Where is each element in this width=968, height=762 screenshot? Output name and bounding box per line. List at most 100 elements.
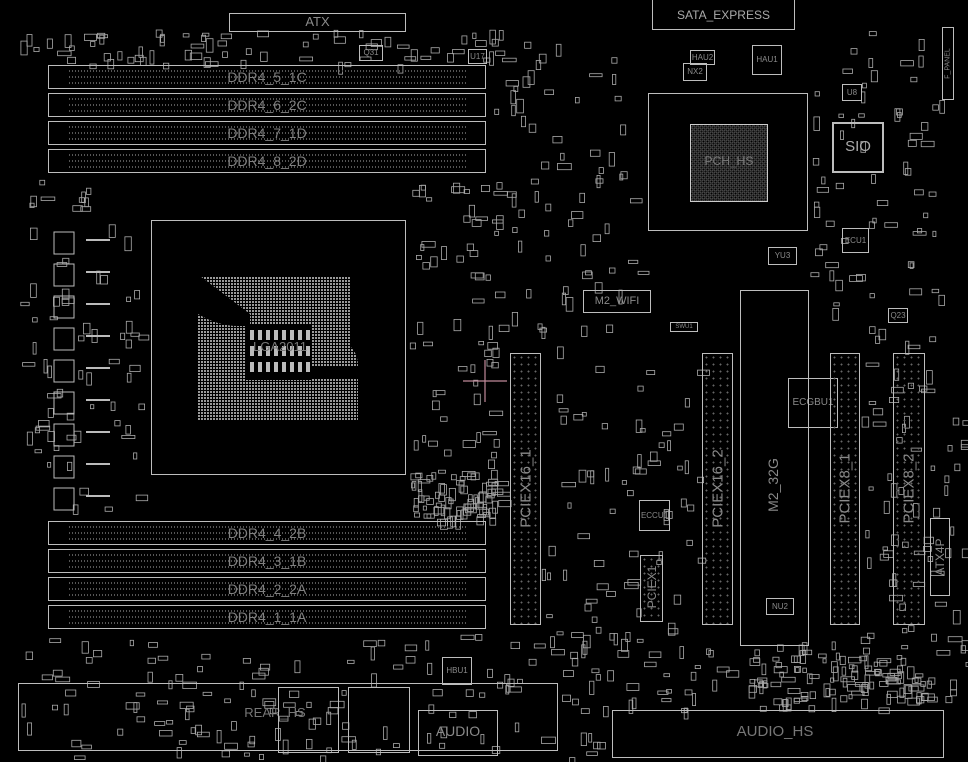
smd-component: [506, 191, 517, 198]
dimm-slot[interactable]: [48, 605, 486, 629]
sata-express-connector[interactable]: [652, 0, 795, 30]
smd-component: [561, 292, 566, 306]
smd-component: [887, 690, 898, 699]
smd-component: [475, 40, 487, 47]
smd-component: [573, 413, 584, 421]
smd-component: [154, 721, 166, 726]
smd-component: [914, 677, 919, 683]
pch-chip[interactable]: [690, 124, 768, 202]
smd-component: [841, 237, 849, 244]
usb-lan-port-1[interactable]: [278, 687, 339, 753]
smd-component: [27, 722, 32, 736]
smd-component: [541, 736, 556, 744]
dimm-slot[interactable]: [48, 521, 486, 545]
chip-hbu1[interactable]: [442, 657, 472, 685]
cpu-socket[interactable]: [151, 220, 406, 475]
dimm-slot[interactable]: [48, 577, 486, 601]
smd-component: [294, 660, 301, 674]
smd-component: [841, 666, 847, 676]
cpu-socket-label: LGA2011: [253, 339, 307, 354]
smd-component: [621, 480, 627, 485]
smd-component: [79, 487, 89, 496]
audio-jack[interactable]: [418, 710, 498, 756]
chip-label: U17: [470, 51, 485, 61]
m2-32g-slot[interactable]: [740, 290, 809, 646]
dimm-slot[interactable]: [48, 549, 486, 573]
smd-component: [716, 666, 730, 673]
smd-component: [909, 288, 923, 296]
pcie-slot-label: PCIEX1: [644, 565, 659, 608]
smd-component: [749, 679, 756, 684]
smd-component: [55, 676, 71, 683]
chip-nu2[interactable]: [766, 598, 794, 615]
smd-component: [860, 636, 871, 645]
chip-q31[interactable]: [359, 45, 383, 61]
chip-q23[interactable]: [888, 308, 908, 323]
smd-component: [690, 671, 697, 681]
chip-yu3[interactable]: [768, 247, 797, 265]
chip-eccu1[interactable]: [639, 500, 670, 531]
smd-component: [274, 728, 281, 741]
pcie-slot-pciex16_1[interactable]: [510, 353, 541, 625]
pcie-slot-pciex16_2[interactable]: [702, 353, 733, 625]
pcie-slot-pciex8_1[interactable]: [830, 353, 860, 625]
smd-component: [594, 282, 603, 294]
smd-component: [684, 689, 693, 696]
m2-wifi-slot[interactable]: [583, 290, 651, 313]
smd-component: [585, 598, 598, 604]
pcie-slot-pciex8_2[interactable]: [893, 353, 925, 625]
f-panel-label: F_PANEL: [944, 48, 952, 79]
smd-component: [828, 688, 836, 696]
smd-component: [491, 362, 499, 369]
smd-component: [148, 642, 158, 648]
smd-component: [581, 325, 588, 337]
smd-component: [441, 246, 447, 261]
dimm-slot[interactable]: [48, 65, 486, 89]
smd-component: [434, 506, 439, 516]
smd-component: [587, 470, 595, 478]
smd-component: [86, 187, 92, 195]
chip-ecu1[interactable]: [842, 228, 869, 253]
smd-component: [578, 469, 587, 483]
dimm-slot[interactable]: [48, 149, 486, 173]
smd-component: [430, 256, 438, 268]
smd-component: [184, 49, 192, 61]
atx-connector[interactable]: [229, 13, 406, 32]
smd-component: [947, 445, 953, 452]
chip-swu1[interactable]: [670, 322, 698, 332]
smd-component: [491, 482, 498, 493]
smd-component: [900, 60, 914, 67]
dimm-slot[interactable]: [48, 93, 486, 117]
atx4p-connector[interactable]: [930, 518, 950, 596]
chip-hau1[interactable]: [752, 45, 782, 75]
smd-component: [56, 388, 64, 398]
smd-component: [819, 244, 828, 251]
smd-component: [882, 546, 888, 551]
smd-component: [133, 452, 138, 460]
smd-component: [772, 656, 780, 662]
smd-component: [541, 568, 547, 581]
smd-component: [507, 678, 515, 687]
smd-component: [38, 419, 50, 428]
smd-component: [149, 50, 155, 65]
f-panel-connector[interactable]: [942, 27, 954, 100]
smd-component: [596, 174, 601, 189]
sio-chip[interactable]: [832, 122, 884, 173]
usb-lan-port-2[interactable]: [348, 687, 410, 753]
chip-u17[interactable]: [468, 49, 487, 64]
smd-component: [125, 424, 131, 435]
smd-component: [557, 346, 564, 360]
dimm-slot[interactable]: [48, 121, 486, 145]
pcie-slot-pciex1[interactable]: [640, 555, 663, 622]
smd-component: [884, 222, 898, 228]
smd-component: [923, 212, 929, 219]
smd-component: [460, 485, 468, 495]
chip-hau2[interactable]: [690, 50, 715, 65]
chip-nx2[interactable]: [683, 63, 707, 81]
smd-component: [601, 423, 609, 430]
smd-component: [781, 676, 796, 683]
chip-label: Q31: [363, 48, 379, 57]
chip-u8[interactable]: [842, 84, 862, 101]
smd-component: [861, 416, 870, 428]
